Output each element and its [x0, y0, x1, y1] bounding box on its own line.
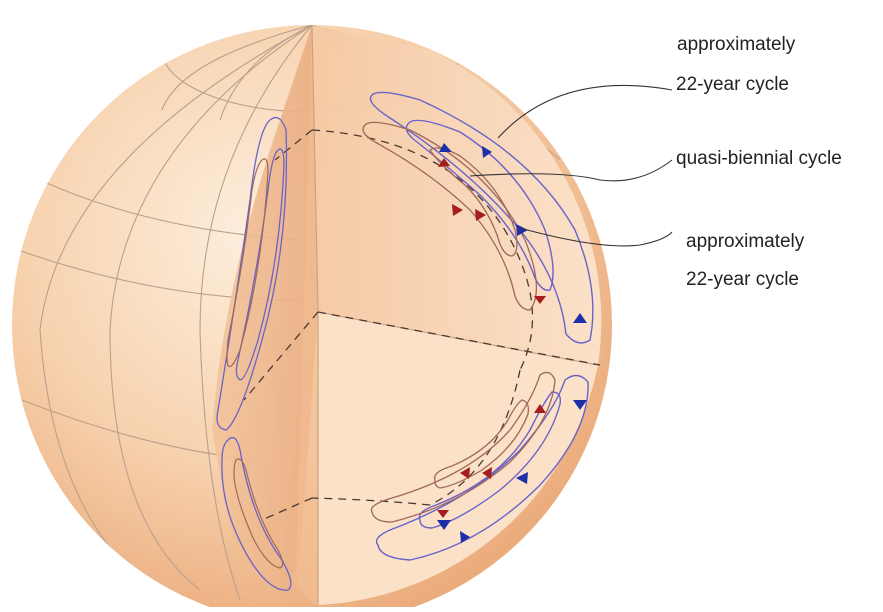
red-arrow-7 [482, 467, 492, 479]
dashed-core-outline [243, 129, 601, 521]
label-top-line2: 22-year cycle [676, 74, 789, 95]
blue-arrow-8 [460, 531, 470, 543]
cut-face-right [312, 25, 602, 365]
leader-line-bottom [519, 227, 673, 247]
leader-line-middle [469, 159, 673, 182]
label-bottom-line1: approximately [686, 231, 805, 252]
blue-arrow-6 [516, 472, 528, 484]
blue-arrow-4 [573, 313, 587, 323]
blue-arrow-2 [482, 146, 492, 158]
label-middle: quasi-biennial cycle [676, 148, 842, 169]
cut-face-lower [318, 312, 598, 605]
leader-line-top [497, 84, 673, 139]
blue-arrow-1 [439, 143, 452, 152]
blue-arrow-3 [516, 224, 528, 236]
red-arrow-4 [534, 296, 546, 304]
red-arrow-2 [452, 204, 463, 216]
red-arrow-8 [437, 510, 449, 518]
red-arrow-5 [534, 404, 546, 413]
blue-arrow-7 [437, 520, 451, 530]
loop-lower-outer-blue [375, 374, 589, 561]
loop-upper-outer-blue [369, 91, 594, 344]
blue-arrows [437, 143, 587, 543]
red-arrow-3 [475, 209, 486, 221]
label-top-line1: approximately [677, 34, 796, 55]
red-arrows [437, 158, 546, 518]
red-arrow-1 [438, 158, 450, 167]
blue-arrow-5 [573, 400, 587, 410]
red-arrow-6 [460, 467, 470, 479]
label-bottom-line2: 22-year cycle [686, 269, 799, 290]
